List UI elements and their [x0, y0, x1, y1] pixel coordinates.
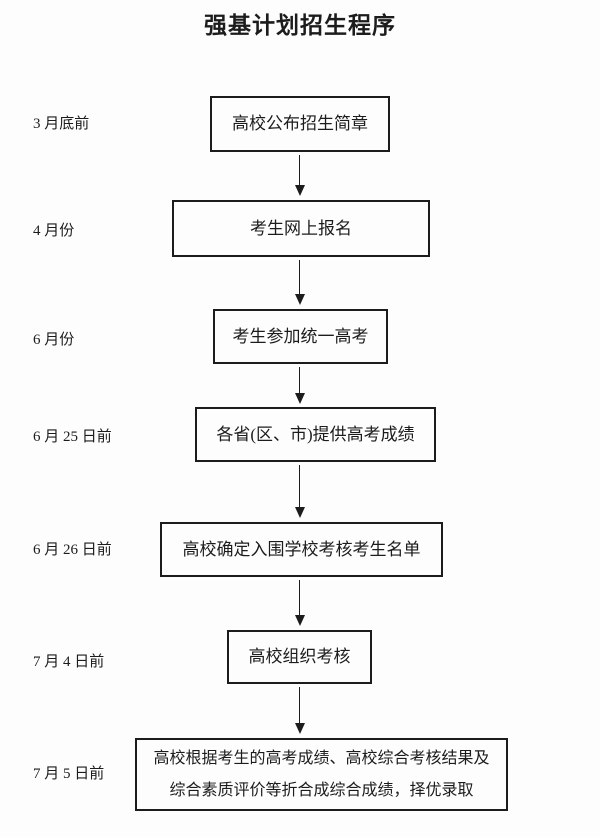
- down-arrow-icon: [294, 155, 305, 196]
- arrow-head: [294, 723, 305, 734]
- step-4-label: 各省(区、市)提供高考成绩: [216, 424, 415, 444]
- step-7-date: 7 月 5 日前: [33, 766, 105, 782]
- arrow-head: [294, 185, 305, 196]
- step-1-date: 3 月底前: [33, 116, 90, 132]
- step-4-date: 6 月 25 日前: [33, 429, 112, 445]
- step-6-label: 高校组织考核: [248, 647, 351, 666]
- step-3-box: 考生参加统一高考: [213, 309, 388, 364]
- step-5-label: 高校确定入围学校考核考生名单: [182, 539, 421, 559]
- arrow-shaft: [298, 465, 301, 507]
- step-4-box: 各省(区、市)提供高考成绩: [195, 407, 436, 462]
- down-arrow-icon: [294, 687, 305, 734]
- step-1-box: 高校公布招生简章: [210, 96, 390, 152]
- arrow-head: [294, 615, 305, 626]
- step-3-label: 考生参加统一高考: [232, 326, 369, 346]
- step-7-label: 高校根据考生的高考成绩、高校综合考核结果及综合素质评价等折合成综合成绩，择优录取: [153, 749, 490, 799]
- arrow-shaft: [298, 260, 301, 294]
- step-2-label: 考生网上报名: [250, 218, 352, 238]
- step-3-date: 6 月份: [33, 332, 75, 348]
- arrow-shaft: [298, 155, 301, 185]
- step-6-box: 高校组织考核: [227, 630, 372, 684]
- down-arrow-icon: [294, 367, 305, 404]
- step-5-box: 高校确定入围学校考核考生名单: [160, 522, 443, 577]
- arrow-head: [294, 507, 305, 518]
- arrow-head: [294, 393, 305, 404]
- down-arrow-icon: [294, 580, 305, 626]
- step-1-label: 高校公布招生简章: [232, 114, 368, 133]
- page-title: 强基计划招生程序: [204, 12, 396, 38]
- step-7-box: 高校根据考生的高考成绩、高校综合考核结果及综合素质评价等折合成综合成绩，择优录取: [135, 738, 508, 811]
- down-arrow-icon: [294, 260, 305, 305]
- arrow-shaft: [298, 687, 301, 723]
- step-2-date: 4 月份: [33, 223, 75, 239]
- step-2-box: 考生网上报名: [172, 200, 430, 257]
- down-arrow-icon: [294, 465, 305, 518]
- step-6-date: 7 月 4 日前: [33, 654, 105, 670]
- step-5-date: 6 月 26 日前: [33, 542, 112, 558]
- arrow-shaft: [298, 580, 301, 615]
- arrow-head: [294, 294, 305, 305]
- arrow-shaft: [298, 367, 301, 393]
